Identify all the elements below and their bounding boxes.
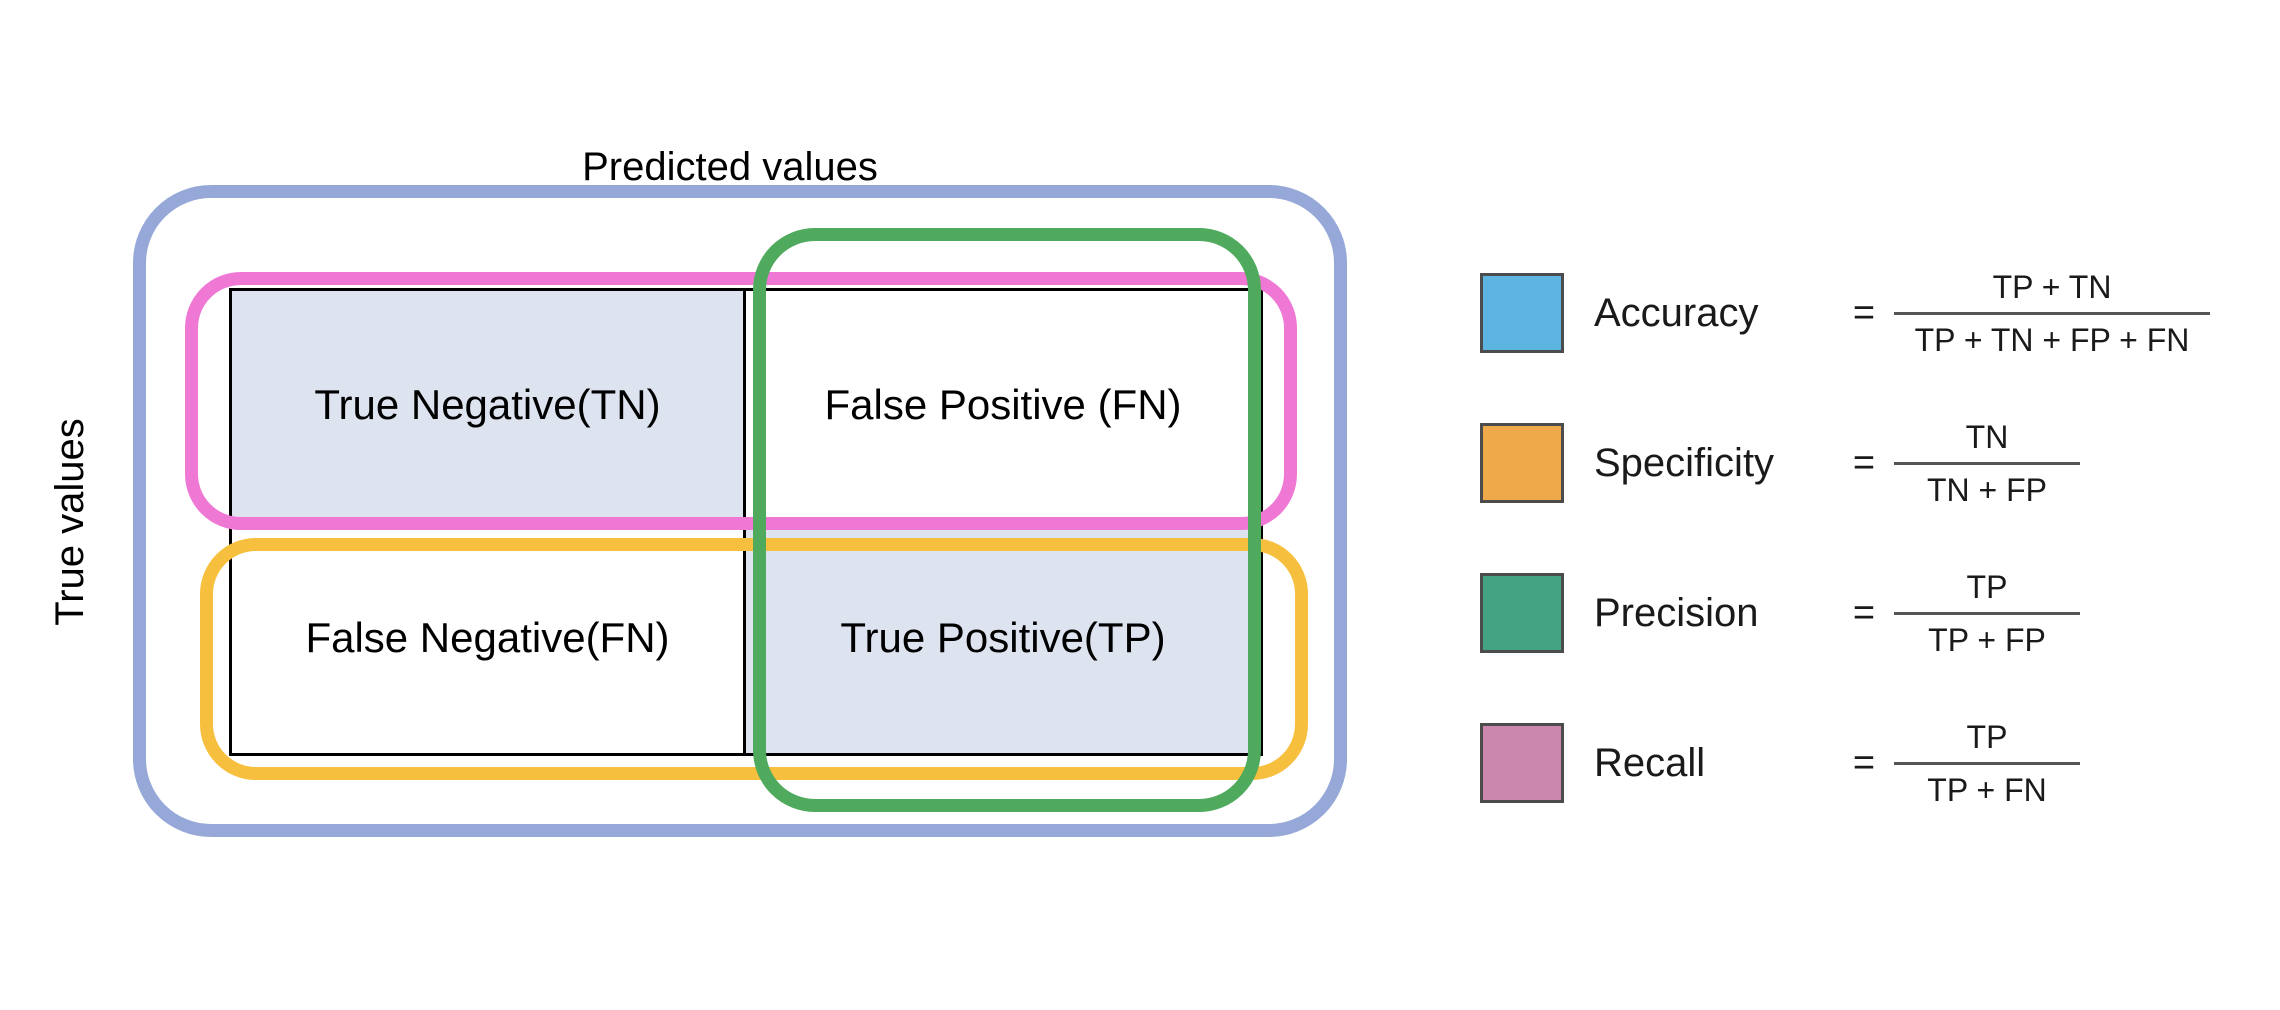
legend-item-specificity: Specificity = TN TN + FP: [1480, 388, 2270, 538]
specificity-label: Specificity: [1594, 441, 1775, 485]
formula-numerator: TP: [1966, 718, 2008, 755]
legend-item-recall: Recall = TP TP + FN: [1480, 688, 2270, 838]
specificity-formula: TN TN + FP: [1894, 417, 2080, 510]
true-values-axis-label: True values: [48, 418, 92, 626]
equals-sign: =: [1852, 442, 1876, 484]
fraction-bar: [1894, 611, 2080, 615]
accuracy-formula: TP + TN TP + TN + FP + FN: [1894, 267, 2210, 360]
accuracy-label: Accuracy: [1594, 291, 1759, 335]
metrics-legend: Accuracy = TP + TN TP + TN + FP + FN Spe…: [1480, 238, 2270, 838]
formula-numerator: TP + TN: [1992, 268, 2112, 305]
specificity-color-swatch: [1480, 423, 1564, 503]
table-row: True Negative(TN) False Positive (FN): [232, 291, 1260, 522]
formula-denominator: TP + TN + FP + FN: [1914, 321, 2190, 358]
recall-formula: TP TP + FN: [1894, 717, 2080, 810]
cell-true-negative: True Negative(TN): [232, 291, 746, 519]
equals-sign: =: [1852, 592, 1876, 634]
precision-formula: TP TP + FP: [1894, 567, 2080, 660]
recall-color-swatch: [1480, 723, 1564, 803]
accuracy-color-swatch: [1480, 273, 1564, 353]
formula-numerator: TP: [1966, 568, 2008, 605]
legend-item-accuracy: Accuracy = TP + TN TP + TN + FP + FN: [1480, 238, 2270, 388]
formula-denominator: TN + FP: [1926, 471, 2047, 508]
table-row: False Negative(FN) True Positive(TP): [232, 522, 1260, 753]
recall-label: Recall: [1594, 741, 1706, 785]
fraction-bar: [1894, 311, 2210, 315]
cell-false-positive: False Positive (FN): [746, 291, 1260, 519]
precision-label: Precision: [1594, 591, 1759, 635]
fraction-bar: [1894, 761, 2080, 765]
predicted-values-axis-label: Predicted values: [582, 145, 878, 189]
fraction-bar: [1894, 461, 2080, 465]
confusion-matrix-table: True Negative(TN) False Positive (FN) Fa…: [229, 288, 1263, 756]
precision-color-swatch: [1480, 573, 1564, 653]
equals-sign: =: [1852, 292, 1876, 334]
formula-numerator: TN: [1965, 418, 2009, 455]
equals-sign: =: [1852, 742, 1876, 784]
cell-false-negative: False Negative(FN): [232, 522, 746, 753]
formula-denominator: TP + FN: [1927, 771, 2047, 808]
legend-item-precision: Precision = TP TP + FP: [1480, 538, 2270, 688]
cell-true-positive: True Positive(TP): [746, 522, 1260, 753]
formula-denominator: TP + FP: [1928, 621, 2046, 658]
confusion-matrix-diagram: Predicted values True values True Negati…: [48, 145, 1347, 837]
